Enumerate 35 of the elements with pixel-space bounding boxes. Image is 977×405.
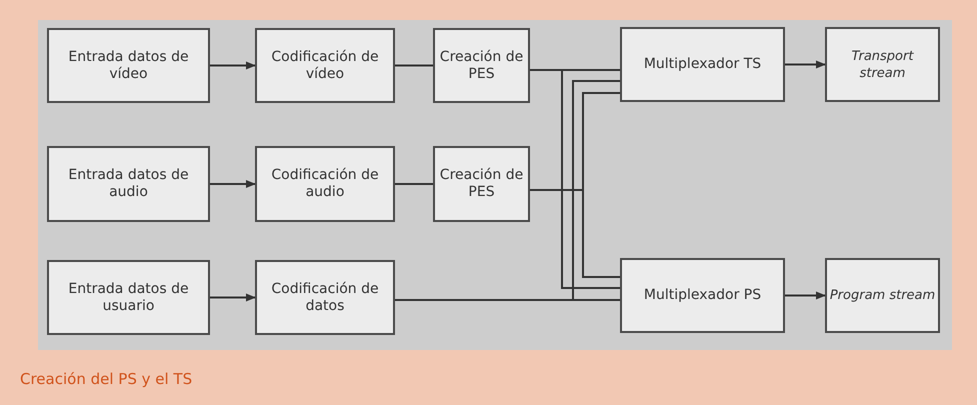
process-box [433, 28, 530, 103]
caption: Creación del PS y el TS [20, 370, 192, 388]
box-label: Entrada datos de audio [67, 167, 190, 201]
process-box [825, 258, 940, 333]
arrow [210, 62, 256, 70]
box-label: Multiplexador TS [644, 56, 762, 73]
arrow [785, 292, 826, 300]
process-box [255, 146, 395, 222]
process-box [433, 146, 530, 222]
box-label: Codificación de audio [270, 167, 380, 201]
box-label: Codificación de datos [270, 280, 380, 314]
box-label: Entrada datos de usuario [67, 280, 190, 314]
process-box [255, 260, 395, 335]
process-box [47, 260, 210, 335]
process-box [47, 146, 210, 222]
connector-line [395, 299, 620, 301]
process-box [620, 27, 785, 102]
process-box [255, 28, 395, 103]
connector-line [395, 64, 433, 66]
arrow [210, 294, 256, 302]
connector-line [395, 183, 433, 185]
arrow [210, 180, 256, 188]
box-label: Creación de PES [438, 48, 524, 82]
box-label: Transport stream [850, 48, 915, 82]
process-box [620, 258, 785, 333]
process-box [825, 27, 940, 102]
box-label: Multiplexador PS [644, 287, 762, 304]
box-label: Creación de PES [438, 167, 524, 201]
connector-line [530, 189, 620, 278]
arrow [785, 60, 826, 68]
box-label: Codificación de vídeo [270, 48, 380, 82]
box-label: Entrada datos de vídeo [67, 48, 190, 82]
process-box [47, 28, 210, 103]
box-label: Program stream [830, 287, 936, 304]
connector-line [530, 69, 620, 289]
